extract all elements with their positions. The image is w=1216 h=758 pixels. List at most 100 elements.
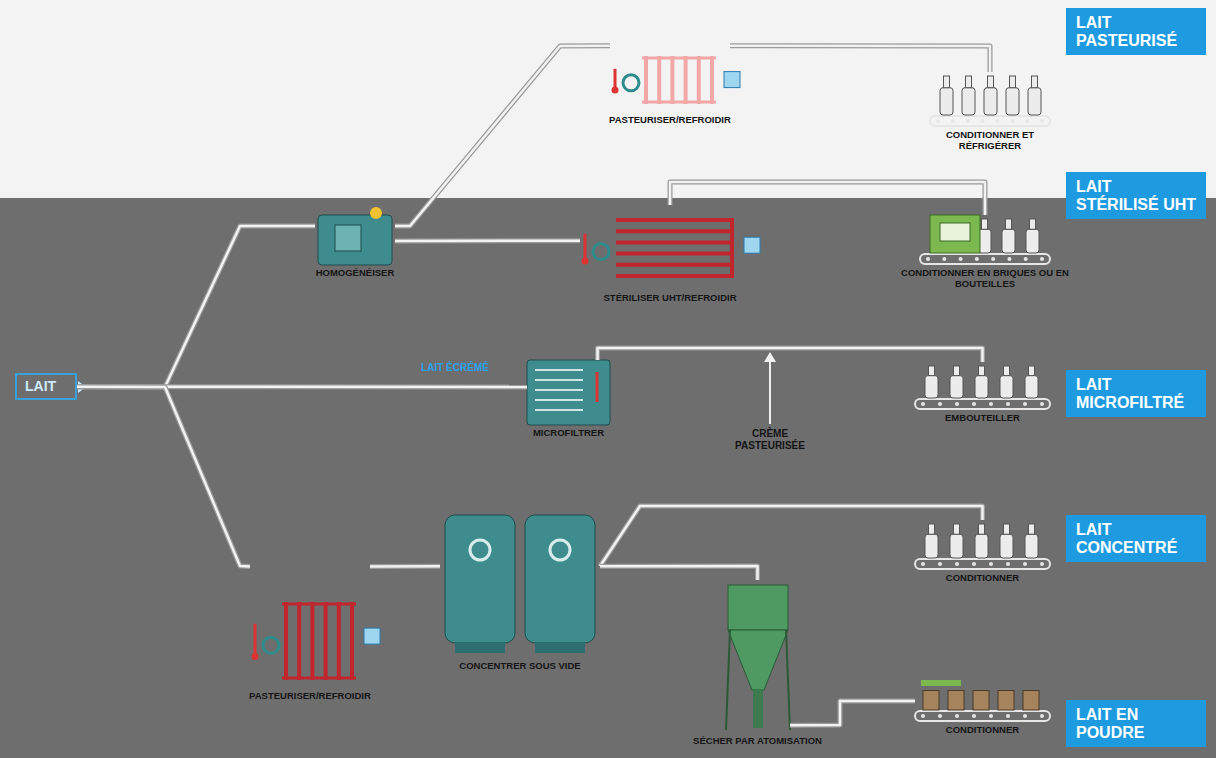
filter-slat xyxy=(535,379,583,381)
tube xyxy=(310,602,314,680)
roller xyxy=(951,119,955,123)
pipe-core xyxy=(77,387,250,567)
roller xyxy=(991,257,995,261)
cream-leader xyxy=(769,360,771,424)
conveyor xyxy=(915,366,1050,409)
step-label: CONDITIONNER ET RÉFRIGÉRER xyxy=(935,130,1045,152)
roller xyxy=(989,562,993,566)
bottle-neck xyxy=(1004,366,1010,376)
bottle-neck xyxy=(966,76,972,88)
tube xyxy=(616,229,732,233)
pipe xyxy=(670,182,985,215)
pipe xyxy=(395,240,580,241)
product-box: LAIT STÉRILISÉ UHT xyxy=(1066,172,1206,219)
process-step: EMBOUTEILLER xyxy=(915,362,1050,410)
vacuum-vessel xyxy=(525,515,595,643)
thermometer-bulb xyxy=(582,257,589,264)
manifold xyxy=(282,603,356,606)
roller xyxy=(1040,562,1044,566)
pipe-core xyxy=(600,566,758,580)
bottle-neck xyxy=(1006,219,1012,229)
pipe-wall xyxy=(77,226,315,387)
bottle xyxy=(975,534,988,558)
homogeniser xyxy=(318,215,392,265)
roller xyxy=(966,119,970,123)
step-label: PASTEURISER/REFROIDIR xyxy=(249,691,371,702)
box-title: LAIT MICROFILTRÉ xyxy=(1076,376,1196,411)
roller xyxy=(981,119,985,123)
cooler xyxy=(744,237,760,253)
tube xyxy=(657,56,661,104)
roller xyxy=(975,257,979,261)
roller xyxy=(938,714,942,718)
roller xyxy=(1023,402,1027,406)
tube xyxy=(670,56,674,104)
roller xyxy=(1007,257,1011,261)
roller xyxy=(1040,119,1044,123)
belt xyxy=(915,711,1050,721)
process-step: CONDITIONNER xyxy=(915,680,1050,722)
thermometer-bulb xyxy=(252,653,259,660)
box-title: LAIT xyxy=(25,379,67,394)
pipe-wall xyxy=(730,46,990,72)
pipe xyxy=(77,226,315,387)
cream-arrowhead xyxy=(764,352,776,362)
conveyor xyxy=(920,215,1050,264)
roller xyxy=(972,562,976,566)
pipe-core xyxy=(395,46,610,226)
belt xyxy=(915,559,1050,569)
bottle xyxy=(925,376,938,398)
step-label: PASTEURISER/REFROIDIR xyxy=(609,115,731,126)
tube xyxy=(297,602,301,680)
bottle-neck xyxy=(1010,76,1016,88)
pipe-core xyxy=(77,226,315,387)
pipe xyxy=(730,46,990,72)
step-label: EMBOUTEILLER xyxy=(945,413,1020,424)
conveyor xyxy=(930,76,1050,126)
dryer-cone xyxy=(728,630,788,690)
pump xyxy=(263,637,279,653)
tube xyxy=(710,56,714,104)
roller xyxy=(1025,119,1029,123)
pipe xyxy=(600,566,758,580)
manifold xyxy=(642,101,716,104)
process-step: MICROFILTRER xyxy=(527,360,610,425)
bottle-neck xyxy=(982,219,988,229)
step-label: HOMOGÉNÉISER xyxy=(316,268,395,279)
roller xyxy=(1040,714,1044,718)
thermometer xyxy=(596,372,599,402)
bottle xyxy=(925,534,938,558)
filler-machine xyxy=(930,215,980,253)
bottle-neck xyxy=(944,76,950,88)
bottle-neck xyxy=(979,524,985,534)
product-box: LAIT EN POUDRE xyxy=(1066,700,1206,747)
pipe-wall xyxy=(600,566,758,580)
roller xyxy=(959,257,963,261)
bag xyxy=(948,691,964,711)
step-label: STÉRILISER UHT/REFROIDIR xyxy=(603,293,736,304)
step-label: MICROFILTRER xyxy=(533,428,604,439)
bottle-neck xyxy=(988,76,994,88)
thermometer-bulb xyxy=(612,87,619,94)
tube xyxy=(644,56,648,104)
bottle xyxy=(975,376,988,398)
bag xyxy=(1023,691,1039,711)
thermometer xyxy=(584,234,587,259)
source-box: LAIT xyxy=(15,373,77,400)
process-step: STÉRILISER UHT/REFROIDIR xyxy=(580,205,760,290)
filter-slat xyxy=(535,399,583,401)
bottle xyxy=(1000,534,1013,558)
bottle-neck xyxy=(954,366,960,376)
step-label: SÉCHER PAR ATOMISATION xyxy=(693,736,822,747)
tube xyxy=(350,602,354,680)
bottle-neck xyxy=(1029,366,1035,376)
belt xyxy=(920,254,1050,264)
belt xyxy=(915,399,1050,409)
top-ground xyxy=(0,0,1216,198)
roller xyxy=(1023,714,1027,718)
pipe-core xyxy=(670,182,985,215)
process-step: SÉCHER PAR ATOMISATION xyxy=(725,580,790,733)
heat-exchanger xyxy=(252,602,381,680)
roller xyxy=(995,119,999,123)
belt xyxy=(930,116,1050,126)
